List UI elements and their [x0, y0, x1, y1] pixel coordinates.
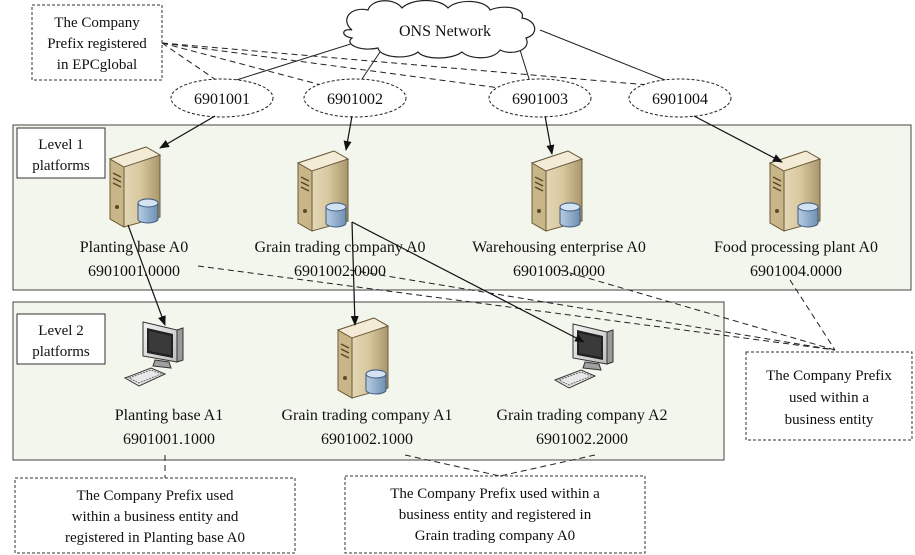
- server-icon: [769, 150, 821, 232]
- svg-text:Grain trading company A0: Grain trading company A0: [415, 528, 575, 544]
- svg-text:within a business entity and: within a business entity and: [72, 509, 239, 525]
- node-code: 6901002.1000: [321, 431, 413, 448]
- prefix-ellipse-2: 6901002: [303, 78, 407, 118]
- node-name: Grain trading company A0: [254, 239, 425, 256]
- node-grain-a1: Grain trading company A1 6901002.1000: [281, 407, 452, 448]
- level1-label: Level 1 platforms: [16, 127, 106, 179]
- ons-network-cloud: ONS Network: [343, 0, 536, 59]
- arrow-grain-a0-to-a2: [351, 221, 585, 343]
- svg-text:The Company Prefix: The Company Prefix: [766, 368, 892, 384]
- node-name: Grain trading company A2: [496, 407, 667, 424]
- node-code: 6901004.0000: [750, 263, 842, 280]
- svg-text:used within a: used within a: [789, 390, 869, 406]
- svg-text:Level 2: Level 2: [38, 323, 83, 339]
- arrow-grain-a0-to-a1: [350, 221, 359, 326]
- svg-text:The Company Prefix used within: The Company Prefix used within a: [390, 486, 600, 502]
- note-epc: The Company Prefix registered in EPCglob…: [31, 4, 163, 81]
- note-planting: The Company Prefix used within a busines…: [14, 477, 296, 554]
- node-code: 6901002.2000: [536, 431, 628, 448]
- arrow-prefix3-to-a0: [544, 115, 555, 155]
- svg-text:The Company Prefix used: The Company Prefix used: [76, 488, 234, 504]
- epc-connector-lines: [161, 42, 661, 89]
- note-epc-line3: in EPCglobal: [57, 57, 137, 73]
- server-icon: [531, 150, 583, 232]
- svg-text:platforms: platforms: [32, 158, 90, 174]
- prefix-ellipse-3: 6901003: [488, 78, 592, 118]
- prefix-2-label: 6901002: [327, 91, 383, 108]
- node-planting-a0: Planting base A0 6901001.0000: [80, 239, 188, 280]
- svg-text:platforms: platforms: [32, 344, 90, 360]
- node-name: Warehousing enterprise A0: [472, 239, 646, 256]
- node-food-a0: Food processing plant A0 6901004.0000: [714, 239, 878, 280]
- node-code: 6901003.0000: [513, 263, 605, 280]
- note-epc-line2: Prefix registered: [47, 36, 147, 52]
- prefix-ellipse-4: 6901004: [628, 78, 732, 118]
- server-icon: [109, 146, 161, 228]
- server-icon: [297, 150, 349, 232]
- node-code: 6901001.0000: [88, 263, 180, 280]
- server-icon: [337, 317, 389, 399]
- note-grain: The Company Prefix used within a busines…: [344, 475, 646, 554]
- arrow-prefix1-to-a0: [159, 115, 216, 149]
- svg-text:registered in Planting base A0: registered in Planting base A0: [65, 530, 245, 546]
- ons-label: ONS Network: [399, 23, 491, 40]
- node-name: Planting base A1: [115, 407, 223, 424]
- svg-text:business entity: business entity: [785, 412, 874, 428]
- node-code: 6901001.1000: [123, 431, 215, 448]
- node-grain-a0: Grain trading company A0 6901002.0000: [254, 239, 425, 280]
- node-warehousing-a0: Warehousing enterprise A0 6901003.0000: [472, 239, 646, 280]
- node-name: Planting base A0: [80, 239, 188, 256]
- prefix-4-label: 6901004: [652, 91, 708, 108]
- prefix-3-label: 6901003: [512, 91, 568, 108]
- bottom-note-connectors: [164, 454, 596, 478]
- arrow-planting-a0-to-a1: [127, 224, 166, 326]
- level1-region: [12, 124, 912, 291]
- arrow-prefix4-to-a0: [693, 115, 783, 163]
- svg-text:business entity and registered: business entity and registered in: [399, 507, 592, 523]
- prefix-ellipse-1: 6901001: [170, 78, 274, 118]
- note-epc-line1: The Company: [54, 15, 140, 31]
- level2-label: Level 2 platforms: [16, 313, 106, 365]
- arrows: [127, 115, 783, 343]
- node-name: Grain trading company A1: [281, 407, 452, 424]
- node-grain-a2: Grain trading company A2 6901002.2000: [496, 407, 667, 448]
- prefix-1-label: 6901001: [194, 91, 250, 108]
- svg-text:Level 1: Level 1: [38, 137, 83, 153]
- node-planting-a1: Planting base A1 6901001.1000: [115, 407, 223, 448]
- node-code: 6901002.0000: [294, 263, 386, 280]
- within-connector-lines: [197, 265, 836, 351]
- arrow-prefix2-to-a0: [343, 115, 353, 151]
- note-within-entity: The Company Prefix used within a busines…: [745, 351, 913, 441]
- node-name: Food processing plant A0: [714, 239, 878, 256]
